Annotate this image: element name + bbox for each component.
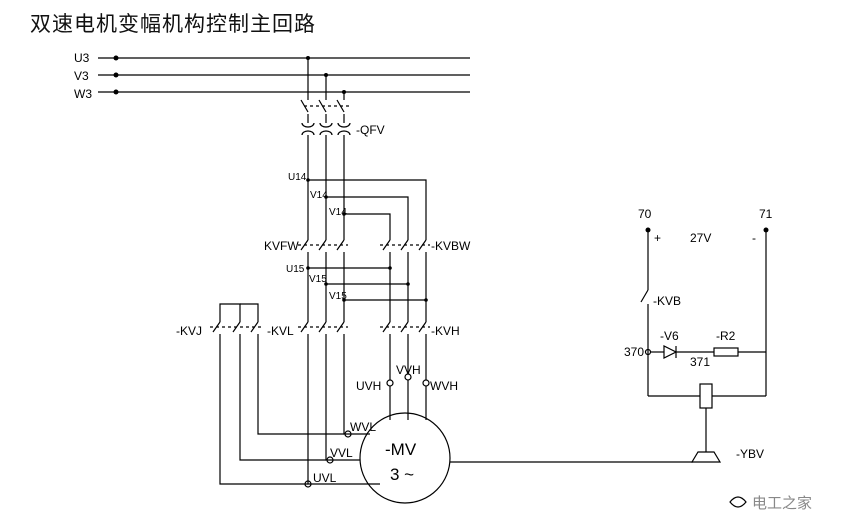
bus-label-u3: U3 <box>74 51 90 65</box>
node-label-v15-b: V15 <box>329 291 347 302</box>
motor-type: 3 ~ <box>390 465 414 484</box>
low-speed-leads: WVL VVL UVL <box>219 334 380 488</box>
resistor-label: -R2 <box>716 329 736 343</box>
terminal-label-vvl: VVL <box>330 446 353 460</box>
terminal-label-wvh: WVH <box>430 379 458 393</box>
node-label-u15: U15 <box>286 264 305 275</box>
high-speed-leads: UVH VVH WVH <box>356 334 458 420</box>
contactor-kvfw-kvbw: KVFW -KVBW <box>264 239 471 322</box>
breaker-label: -QFV <box>356 123 385 137</box>
node-label-370: 370 <box>624 345 644 359</box>
node-label-v15-a: V15 <box>309 274 327 285</box>
node-label-371: 371 <box>690 355 710 369</box>
node-label-70: 70 <box>638 207 652 221</box>
brake-control-circuit: 70 71 + - 27V -KVB 370 -V6 -R2 371 -YBV <box>624 207 773 463</box>
bus-label-w3: W3 <box>74 87 92 101</box>
bus-label-v3: V3 <box>74 69 89 83</box>
node-label-v14-b: V14 <box>329 207 347 218</box>
node-label-71: 71 <box>759 207 773 221</box>
motor-name: -MV <box>385 440 417 459</box>
watermark: 电工之家 <box>729 494 812 512</box>
supply-buses: U3 V3 W3 <box>74 51 470 101</box>
terminal-label-uvl: UVL <box>313 471 337 485</box>
terminal-label-vvh: VVH <box>396 363 421 377</box>
contact-label-kvb: -KVB <box>653 294 681 308</box>
page-title: 双速电机变幅机构控制主回路 <box>30 12 316 36</box>
node-label-u14: U14 <box>288 172 307 183</box>
node-label-v14-a: V14 <box>310 190 328 201</box>
contactor-label-kvfw: KVFW <box>264 239 299 253</box>
supply-voltage: 27V <box>690 231 711 245</box>
plus-label: + <box>654 231 661 245</box>
phase-conductors <box>300 58 351 240</box>
motor-mv: -MV 3 ~ <box>359 412 451 504</box>
diode-label: -V6 <box>660 329 679 343</box>
contactor-label-kvl: -KVL <box>267 324 294 338</box>
minus-label: - <box>752 231 756 245</box>
contactor-label-kvh: -KVH <box>431 324 460 338</box>
brake-label: -YBV <box>736 447 764 461</box>
high-speed-taps: U15 V15 V15 <box>286 264 428 302</box>
contactor-kvl-kvh-kvj: -KVJ -KVL -KVH <box>176 303 460 338</box>
watermark-text: 电工之家 <box>752 494 812 512</box>
contactor-label-kvbw: -KVBW <box>431 239 471 253</box>
contactor-label-kvj: -KVJ <box>176 324 202 338</box>
reverse-taps: U14 V14 V14 <box>288 172 427 240</box>
terminal-label-uvh: UVH <box>356 379 381 393</box>
